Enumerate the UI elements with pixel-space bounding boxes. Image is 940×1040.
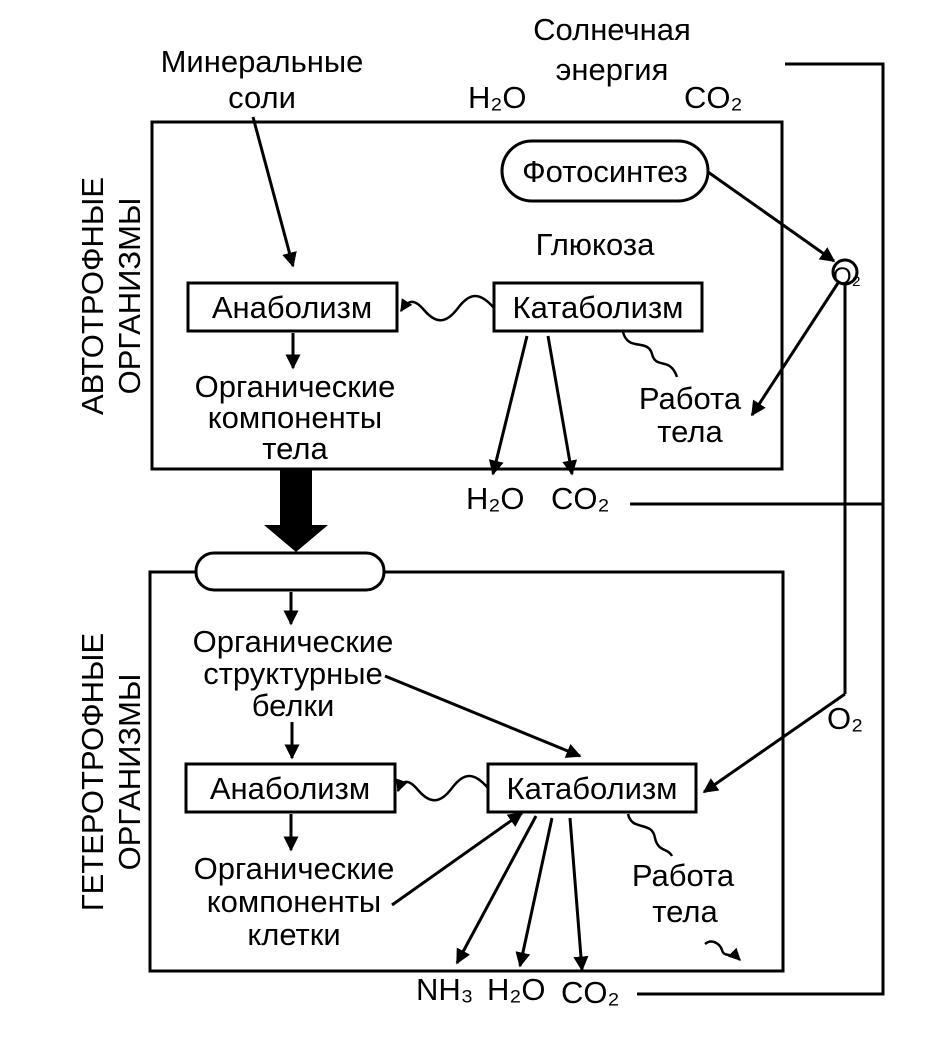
catabolism-to-h2o-arrow: [488, 335, 529, 476]
heterotroph-side-label-2: ОРГАНИЗМЫ: [112, 674, 147, 871]
autotroph-out-co2-label: CO₂: [551, 481, 610, 516]
heterotroph-frame: [148, 570, 785, 973]
autotroph-catabolism-label: Катаболизм: [513, 290, 684, 325]
catabolism-to-co2-arrow-2: [568, 817, 589, 972]
o2-lower-label: O₂: [827, 701, 863, 736]
structural-proteins-label-1: Органические: [193, 624, 394, 659]
mineral-salts-label-1: Минеральные: [161, 44, 364, 79]
work-output-wavy-arrow: [704, 940, 741, 961]
catabolism-to-anabolism-wavy-arrow: [399, 294, 495, 322]
catabolism-to-co2-arrow: [546, 335, 578, 476]
glucose-label: Глюкоза: [536, 227, 655, 262]
autotroph-out-h2o-label: H₂O: [466, 481, 525, 516]
autotroph-work-label-2: тела: [657, 414, 723, 449]
out-h2o-label: H₂O: [487, 972, 546, 1007]
mineral-salts-label-2: соли: [228, 80, 296, 115]
autotroph-work-label-1: Работа: [639, 381, 742, 416]
photosynthesis-node: [500, 139, 710, 203]
heterotroph-catabolism-to-work-wavy: [626, 813, 674, 857]
catabolism-to-h2o-arrow-2: [515, 817, 554, 968]
solar-energy-label-1: Солнечная: [533, 12, 691, 47]
autotroph-organic-label-2: компоненты: [208, 400, 382, 435]
top-co2-label: CO₂: [684, 80, 743, 115]
heterotroph-catabolism-label: Катаболизм: [507, 771, 678, 806]
photosynthesis-to-o2-arrow: [707, 170, 836, 263]
organic-to-catabolism-arrow: [391, 811, 524, 907]
heterotroph-organic-label-3: клетки: [247, 917, 340, 952]
autotroph-side-label-2: ОРГАНИЗМЫ: [112, 198, 147, 395]
heterotroph-work-label-2: тела: [652, 894, 718, 929]
heterotroph-organic-label-1: Органические: [194, 851, 395, 886]
structural-proteins-label-2: структурные: [203, 656, 383, 691]
food-transfer-arrow: [264, 469, 328, 552]
out-co2-label: CO₂: [561, 975, 620, 1010]
heterotroph-anabolism-node: [184, 762, 397, 814]
autotroph-frame: [150, 120, 784, 471]
solar-energy-label-2: энергия: [556, 52, 669, 87]
minerals-to-anabolism-arrow: [251, 116, 297, 268]
photosynthesis-label: Фотосинтез: [522, 154, 688, 189]
structural-proteins-label-3: белки: [252, 688, 335, 723]
heterotroph-anabolism-label: Анаболизм: [210, 771, 370, 806]
autotroph-organic-label-3: тела: [262, 431, 328, 466]
autotroph-organic-label-1: Органические: [195, 369, 396, 404]
autotroph-anabolism-node: [186, 281, 399, 333]
solar-energy-line: [637, 62, 885, 996]
catabolism-to-nh3-arrow: [455, 815, 538, 965]
out-nh3-label: NH₃: [416, 972, 473, 1007]
heterotroph-side-label-1: ГЕТЕРОТРОФНЫЕ: [75, 633, 110, 911]
autotroph-anabolism-label: Анаболизм: [212, 290, 372, 325]
heterotroph-organic-label-2: компоненты: [207, 884, 381, 919]
o2-to-catabolism-arrow: [702, 692, 846, 794]
structural-to-catabolism-arrow: [384, 674, 582, 758]
autotroph-side-label-1: АВТОТРОФНЫЕ: [75, 177, 110, 415]
heterotroph-catabolism-to-anabolism-wavy-arrow: [395, 774, 489, 802]
food-capsule-node: [194, 551, 386, 592]
heterotroph-work-label-1: Работа: [632, 858, 735, 893]
catabolism-to-work-wavy: [621, 331, 679, 378]
o2-to-work-arrow: [750, 282, 840, 417]
top-h2o-label: H₂O: [468, 80, 527, 115]
